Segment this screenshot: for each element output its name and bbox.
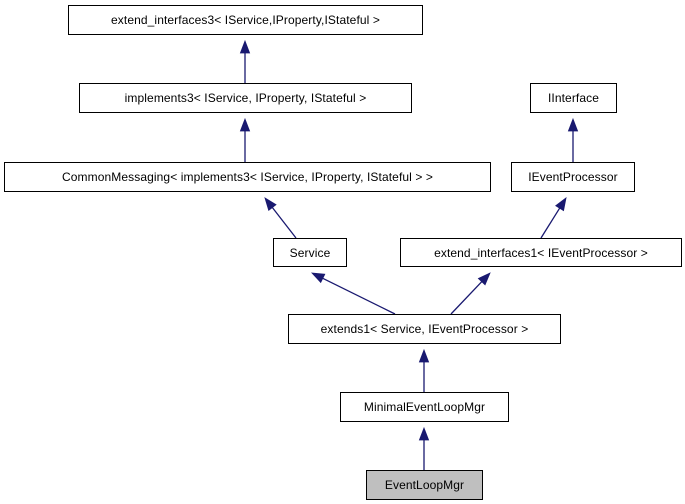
class-node-label: IEventProcessor <box>528 170 618 184</box>
class-node-IInterface[interactable]: IInterface <box>530 83 617 113</box>
class-node-implements3[interactable]: implements3< IService, IProperty, IState… <box>79 83 412 113</box>
inherits-edge-MinimalEventLoopMgr-to-extends1 <box>418 348 430 392</box>
class-node-extend_interfaces3[interactable]: extend_interfaces3< IService,IProperty,I… <box>68 5 423 35</box>
class-node-label: extends1< Service, IEventProcessor > <box>320 322 529 336</box>
class-node-Service[interactable]: Service <box>273 238 347 267</box>
class-node-label: Service <box>289 245 331 260</box>
class-node-extend_interfaces1[interactable]: extend_interfaces1< IEventProcessor > <box>400 238 682 267</box>
class-node-label: implements3< IService, IProperty, IState… <box>124 91 367 105</box>
class-node-extends1[interactable]: extends1< Service, IEventProcessor > <box>288 314 561 344</box>
class-node-label: MinimalEventLoopMgr <box>363 400 486 414</box>
inherits-edge-CommonMessaging-to-implements3 <box>239 117 251 162</box>
class-node-label: extend_interfaces1< IEventProcessor > <box>434 245 648 260</box>
class-node-IEventProcessor[interactable]: IEventProcessor <box>511 162 635 192</box>
inherits-edge-implements3-to-extend_interfaces3 <box>239 39 251 83</box>
class-node-MinimalEventLoopMgr[interactable]: MinimalEventLoopMgr <box>340 392 509 422</box>
inherits-edge-IEventProcessor-to-IInterface <box>567 117 579 162</box>
class-node-CommonMessaging[interactable]: CommonMessaging< implements3< IService, … <box>4 162 491 192</box>
class-node-EventLoopMgr[interactable]: EventLoopMgr <box>366 470 483 500</box>
class-node-label: IInterface <box>547 91 600 105</box>
inherits-edge-extends1-to-Service <box>310 272 396 315</box>
class-node-label: CommonMessaging< implements3< IService, … <box>61 170 433 184</box>
inherits-edge-EventLoopMgr-to-MinimalEventLoopMgr <box>418 426 430 470</box>
class-node-label: extend_interfaces3< IService,IProperty,I… <box>111 13 380 27</box>
inherits-edge-extends1-to-extend_interfaces1 <box>450 272 491 315</box>
inherits-edge-extend_interfaces1-to-IEventProcessor <box>540 197 567 239</box>
class-node-label: EventLoopMgr <box>384 478 465 492</box>
inherits-edge-Service-to-CommonMessaging <box>264 197 297 239</box>
